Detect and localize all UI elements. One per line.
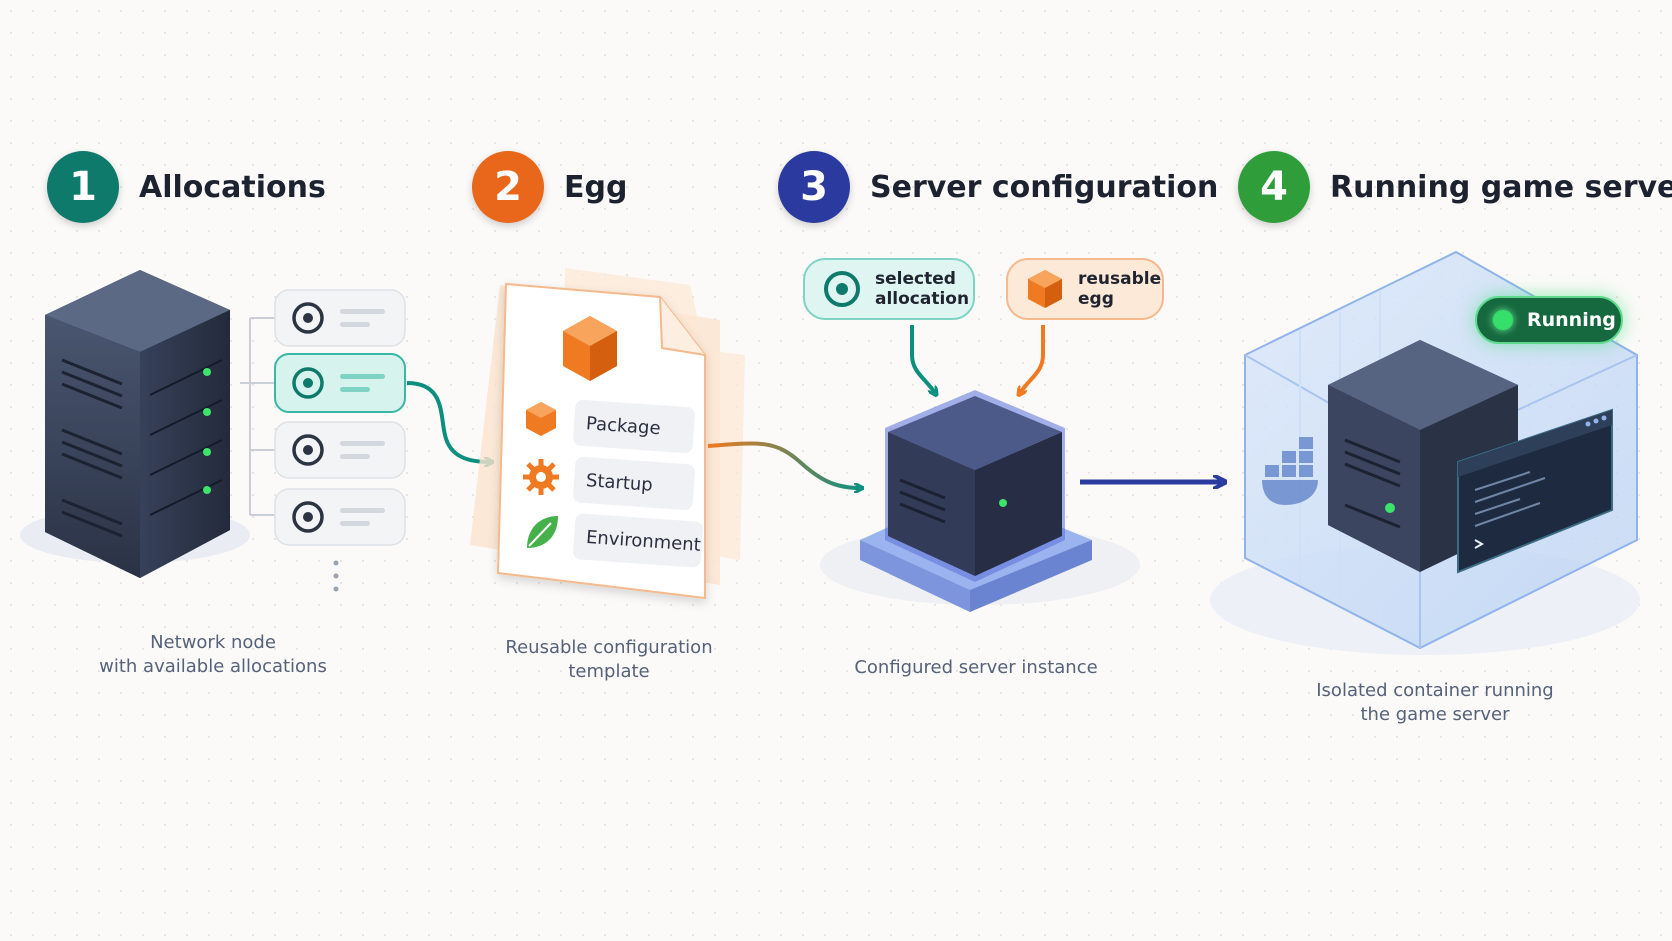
caption-container: Isolated container running the game serv… — [1275, 679, 1595, 727]
step-3-header: 3 Server configuration — [778, 150, 1218, 224]
egg-item-package: Package — [559, 398, 696, 454]
egg-item-environment: Environment — [559, 512, 704, 568]
running-status-badge: Running — [1475, 296, 1623, 344]
caption-network-node: Network node with available allocations — [53, 631, 373, 679]
allocation-row-selected[interactable] — [274, 353, 406, 413]
egg-item-startup: Startup — [559, 455, 696, 511]
egg-cube-icon — [563, 316, 617, 381]
caption-instance: Configured server instance — [816, 656, 1136, 680]
caption-line: with available allocations — [99, 656, 327, 677]
caption-line: Configured server instance — [854, 657, 1098, 678]
status-label: Running — [1527, 309, 1616, 331]
callout-egg-arrow — [1020, 325, 1045, 393]
step-1-title: Allocations — [139, 169, 326, 205]
callout-line: allocation — [875, 289, 970, 309]
step-4-header: 4 Running game server — [1238, 150, 1672, 224]
caption-line: the game server — [1360, 704, 1510, 725]
caption-line: Network node — [150, 632, 276, 653]
allocation-connectors — [240, 317, 275, 516]
network-node-server-icon — [20, 270, 250, 578]
reusable-egg-callout: reusable egg — [1006, 258, 1164, 320]
environment-leaf-icon — [527, 516, 558, 548]
terminal-window-icon — [1457, 408, 1613, 574]
cube-icon — [1028, 270, 1062, 308]
callout-line: egg — [1078, 289, 1114, 309]
allocation-row[interactable] — [274, 289, 406, 347]
more-allocations-ellipsis-icon — [333, 560, 339, 592]
package-cube-icon — [526, 402, 556, 436]
step-2-header: 2 Egg — [472, 150, 627, 224]
step-4-title: Running game server — [1330, 169, 1672, 205]
step-1-badge: 1 — [47, 151, 119, 223]
status-dot-icon — [1493, 310, 1513, 330]
step-3-title: Server configuration — [870, 169, 1219, 205]
callout-allocation-arrow — [910, 325, 935, 393]
configured-server-cube-icon — [820, 390, 1140, 612]
egg-to-config-arrow — [707, 441, 860, 488]
caption-line: Reusable configuration — [505, 637, 713, 658]
allocation-row[interactable] — [274, 488, 406, 546]
step-3-badge: 3 — [778, 151, 850, 223]
target-icon — [824, 271, 860, 307]
callout-line: selected — [875, 269, 956, 289]
caption-line: template — [568, 661, 650, 682]
caption-line: Isolated container running — [1316, 680, 1554, 701]
step-4-badge: 4 — [1238, 151, 1310, 223]
docker-whale-icon — [1262, 437, 1318, 505]
isolated-container-icon — [1210, 250, 1640, 655]
allocation-to-egg-arrow — [406, 381, 490, 462]
selected-allocation-callout: selected allocation — [803, 258, 975, 320]
startup-gear-icon — [523, 459, 559, 495]
step-1-header: 1 Allocations — [47, 150, 326, 224]
caption-template: Reusable configuration template — [449, 636, 769, 684]
egg-item-label: Startup — [572, 456, 696, 511]
egg-item-label: Package — [572, 399, 696, 454]
allocation-row[interactable] — [274, 421, 406, 479]
step-2-badge: 2 — [472, 151, 544, 223]
egg-item-label: Environment — [572, 513, 704, 568]
step-2-title: Egg — [564, 169, 628, 205]
callout-line: reusable — [1078, 269, 1162, 289]
